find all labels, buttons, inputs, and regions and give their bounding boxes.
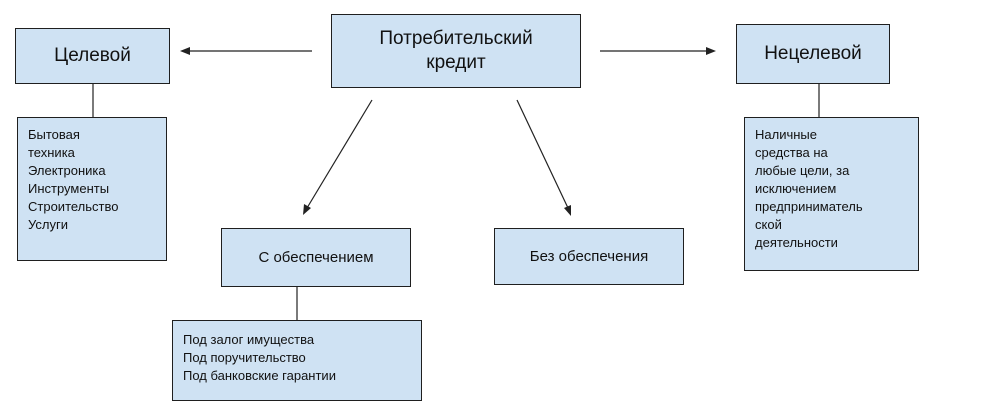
targeted-item: Инструменты xyxy=(28,181,110,196)
arrowhead-unsecured xyxy=(564,205,571,216)
node-unsecured: Без обеспечения xyxy=(494,228,684,285)
arrowhead-secured xyxy=(303,204,311,215)
non-targeted-item: средства на xyxy=(755,145,828,160)
root-label-line2: кредит xyxy=(426,52,486,73)
secured-items-box: Под залог имущества Под поручительство П… xyxy=(172,320,422,401)
non-targeted-item: любые цели, за xyxy=(755,163,850,178)
node-secured: С обеспечением xyxy=(221,228,411,287)
non-targeted-item: предприниматель xyxy=(755,199,863,214)
root-label-line1: Потребительский xyxy=(379,28,533,49)
targeted-item: техника xyxy=(28,145,75,160)
non-targeted-item: Наличные xyxy=(755,127,817,142)
node-non-targeted-label: Нецелевой xyxy=(764,43,862,64)
secured-item: Под поручительство xyxy=(183,350,306,365)
targeted-item: Электроника xyxy=(28,163,106,178)
targeted-item: Услуги xyxy=(28,217,68,232)
node-unsecured-label: Без обеспечения xyxy=(529,247,649,265)
node-targeted-label: Целевой xyxy=(54,45,131,66)
arrow-to-unsecured xyxy=(516,99,569,209)
node-secured-label: С обеспечением xyxy=(258,248,374,266)
root-node: Потребительский кредит xyxy=(331,14,581,88)
targeted-items-box: Бытовая техника Электроника Инструменты … xyxy=(17,117,167,261)
arrow-to-secured xyxy=(306,99,373,209)
non-targeted-item: исключением xyxy=(755,181,837,196)
arrowhead-targeted xyxy=(180,47,190,55)
secured-item: Под банковские гарантии xyxy=(183,368,336,383)
node-non-targeted: Нецелевой xyxy=(736,24,890,84)
targeted-item: Бытовая xyxy=(28,127,80,142)
targeted-item: Строительство xyxy=(28,199,119,214)
secured-item: Под залог имущества xyxy=(183,332,315,347)
non-targeted-item: ской xyxy=(755,217,782,232)
non-targeted-items-box: Наличные средства на любые цели, за искл… xyxy=(744,117,919,271)
node-targeted: Целевой xyxy=(15,28,170,84)
non-targeted-item: деятельности xyxy=(755,235,838,250)
arrowhead-non-targeted xyxy=(706,47,716,55)
